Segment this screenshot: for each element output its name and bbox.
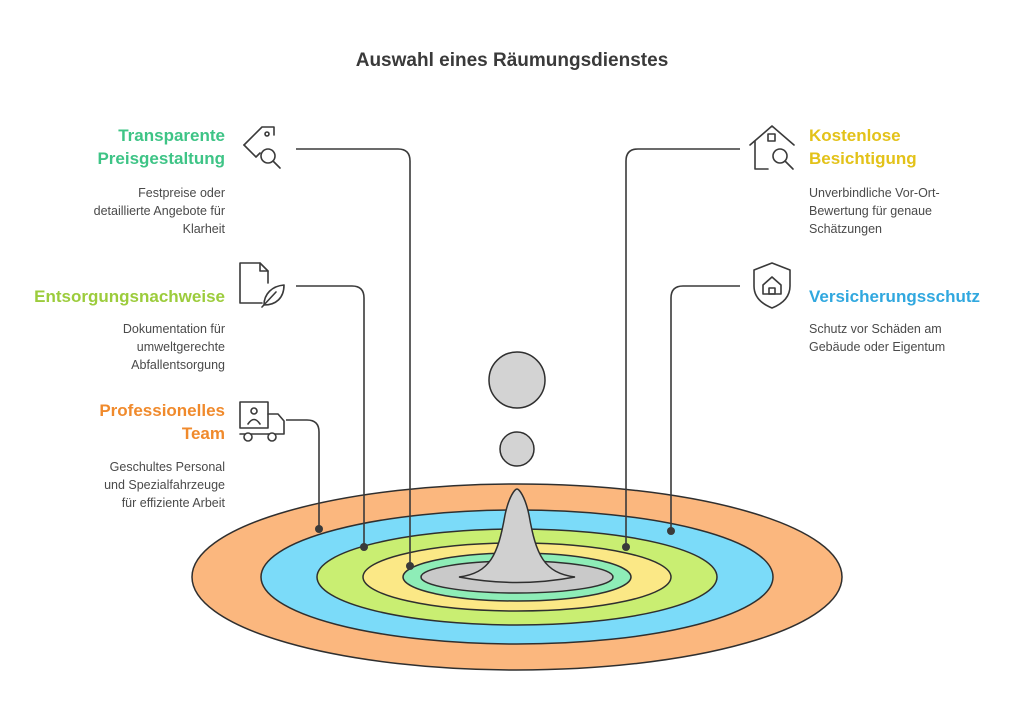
- desc-preis: Festpreise oder detaillierte Angebote fü…: [40, 184, 225, 238]
- heading-preis-line2: Preisgestaltung: [97, 149, 225, 168]
- connector-besichtigung: [625, 148, 740, 547]
- droplet-small: [499, 431, 535, 467]
- desc-besichtigung-line2: Bewertung für genaue: [809, 204, 933, 218]
- droplet-large: [488, 351, 546, 409]
- desc-versicherung-line1: Schutz vor Schäden am: [809, 322, 942, 336]
- delivery-truck-icon: [239, 401, 285, 442]
- heading-versicherung: Versicherungsschutz: [809, 285, 1019, 308]
- dot-besichtigung: [622, 543, 630, 551]
- desc-preis-line2: detaillierte Angebote für: [93, 204, 225, 218]
- heading-entsorgung: Entsorgungsnachweise: [10, 285, 225, 308]
- dot-team: [315, 525, 323, 533]
- heading-besichtigung: Kostenlose Besichtigung: [809, 124, 1009, 170]
- connector-versicherung: [670, 285, 740, 531]
- desc-team: Geschultes Personal und Spezialfahrzeuge…: [40, 458, 225, 512]
- desc-besichtigung-line1: Unverbindliche Vor-Ort-: [809, 186, 940, 200]
- desc-team-line3: für effiziente Arbeit: [121, 496, 225, 510]
- heading-entsorgung-line1: Entsorgungsnachweise: [34, 287, 225, 306]
- document-leaf-icon: [239, 262, 285, 308]
- connector-preis: [296, 148, 411, 566]
- heading-team: Professionelles Team: [60, 399, 225, 445]
- heading-team-line1: Professionelles: [99, 401, 225, 420]
- heading-besichtigung-line1: Kostenlose: [809, 126, 901, 145]
- price-tag-search-icon: [243, 126, 281, 169]
- desc-team-line1: Geschultes Personal: [109, 460, 225, 474]
- connector-dots: [315, 525, 675, 570]
- dot-entsorgung: [360, 543, 368, 551]
- house-search-icon: [749, 125, 795, 170]
- shield-house-icon: [753, 262, 791, 309]
- desc-team-line2: und Spezialfahrzeuge: [104, 478, 225, 492]
- heading-preis: Transparente Preisgestaltung: [60, 124, 225, 170]
- desc-versicherung-line2: Gebäude oder Eigentum: [809, 340, 946, 354]
- desc-entsorgung: Dokumentation für umweltgerechte Abfalle…: [40, 320, 225, 374]
- desc-entsorgung-line3: Abfallentsorgung: [131, 358, 225, 372]
- dot-versicherung: [667, 527, 675, 535]
- connector-entsorgung: [296, 285, 365, 547]
- desc-besichtigung: Unverbindliche Vor-Ort- Bewertung für ge…: [809, 184, 1009, 238]
- heading-preis-line1: Transparente: [118, 126, 225, 145]
- desc-entsorgung-line1: Dokumentation für: [122, 322, 225, 336]
- desc-besichtigung-line3: Schätzungen: [809, 222, 882, 236]
- connector-team: [286, 419, 320, 529]
- splash-peak: [458, 488, 576, 584]
- heading-team-line2: Team: [181, 424, 225, 443]
- desc-preis-line3: Klarheit: [182, 222, 225, 236]
- dot-preis: [406, 562, 414, 570]
- desc-versicherung: Schutz vor Schäden am Gebäude oder Eigen…: [809, 320, 1009, 356]
- connector-lines: [286, 148, 740, 566]
- desc-preis-line1: Festpreise oder: [138, 186, 225, 200]
- desc-entsorgung-line2: umweltgerechte: [136, 340, 225, 354]
- page-title: Auswahl eines Räumungsdienstes: [355, 50, 669, 71]
- heading-versicherung-line1: Versicherungsschutz: [809, 287, 981, 306]
- heading-besichtigung-line2: Besichtigung: [809, 149, 917, 168]
